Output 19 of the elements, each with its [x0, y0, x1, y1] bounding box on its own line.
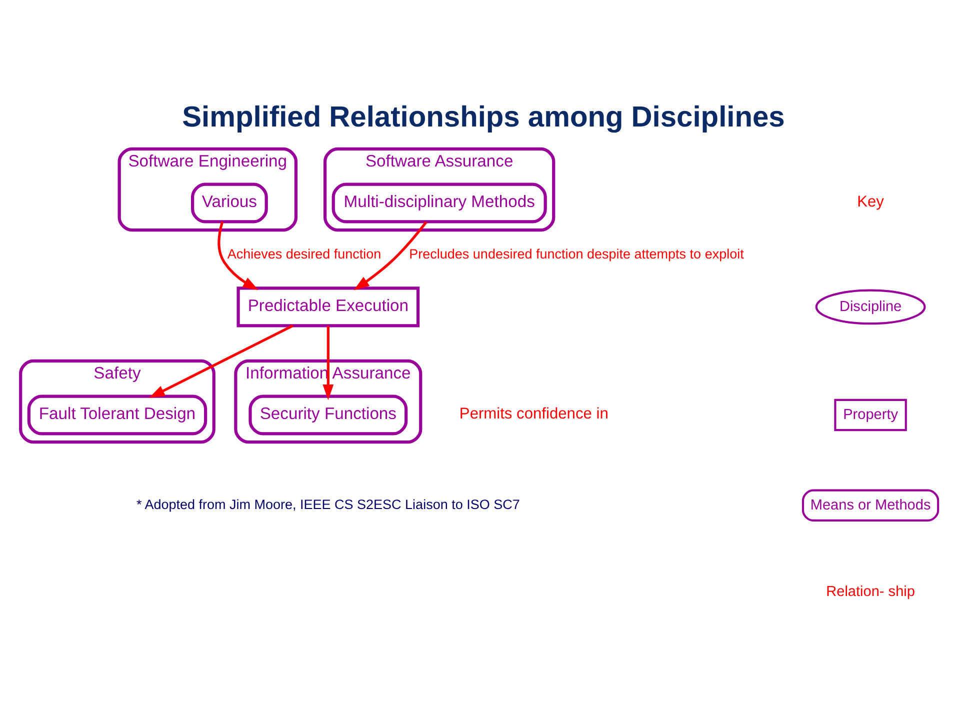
arrow: [149, 324, 294, 398]
edge-label: Precludes undesired function despite attempts to exploit: [409, 246, 744, 262]
legend-label: Relation- ship: [826, 583, 915, 600]
legend-label: Means or Methods: [810, 496, 931, 513]
node-box: Predictable Execution: [236, 286, 420, 327]
arrow: [218, 220, 258, 290]
node-box: Various: [191, 182, 268, 223]
legend-label: Discipline: [839, 298, 902, 314]
node-box: Multi-disciplinary Methods: [332, 182, 547, 223]
arrow: [354, 220, 428, 290]
node-box: Security Functions: [248, 394, 408, 435]
caption: * Adopted from Jim Moore, IEEE CS S2ESC Liaison to ISO SC7: [136, 496, 520, 512]
diagram-title: Simplified Relationships among Disciplines: [182, 101, 785, 134]
arrow: [322, 325, 334, 400]
label: Key: [857, 193, 884, 210]
edge-label: Achieves desired function: [227, 246, 382, 262]
label: Permits confidence in: [459, 405, 608, 422]
node-box: Fault Tolerant Design: [27, 394, 208, 435]
legend-label: Property: [843, 406, 898, 422]
